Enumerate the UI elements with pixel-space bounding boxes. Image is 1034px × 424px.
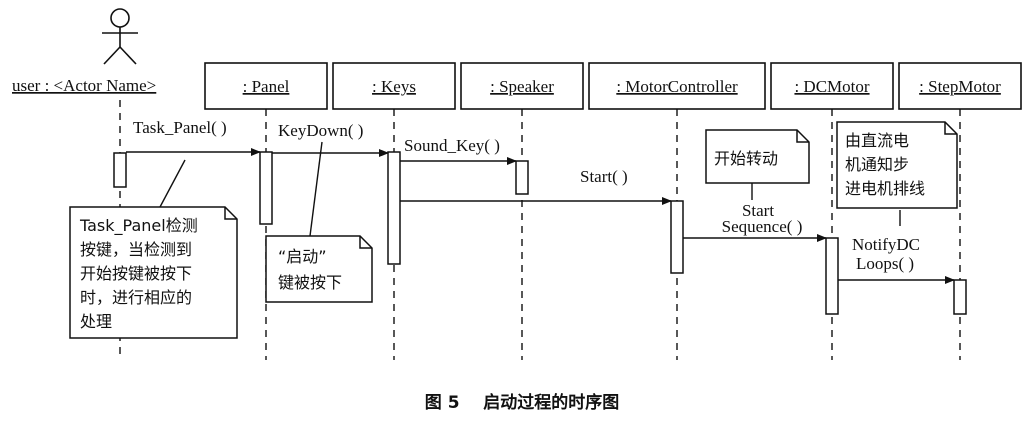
object-stepmotor: : StepMotor xyxy=(898,62,1022,110)
activation-actor xyxy=(113,152,127,188)
object-panel: : Panel xyxy=(204,62,328,110)
object-keys: : Keys xyxy=(332,62,456,110)
note-panel-line-4: 时，进行相应的 xyxy=(80,288,192,307)
object-keys-label: : Keys xyxy=(372,77,416,96)
message-task-panel-label: Task_Panel( ) xyxy=(133,118,227,137)
activation-stepmotor xyxy=(953,279,967,315)
note-dc-line-3: 进电机排线 xyxy=(845,179,925,198)
object-dcmotor: : DCMotor xyxy=(770,62,894,110)
messages xyxy=(126,148,955,284)
activation-dcmotor xyxy=(825,237,839,315)
activation-motor-controller xyxy=(670,200,684,274)
note-panel-line-2: 按键，当检测到 xyxy=(80,240,192,259)
message-start-label: Start( ) xyxy=(580,167,628,186)
note-motor: 开始转动 xyxy=(705,129,810,184)
object-speaker: : Speaker xyxy=(460,62,584,110)
message-notify-label-2: Loops( ) xyxy=(856,254,914,273)
note-dc: 由直流电 机通知步 进电机排线 xyxy=(836,121,958,209)
object-panel-label: : Panel xyxy=(243,77,290,96)
activation-keys xyxy=(387,151,401,265)
actor-figure xyxy=(102,8,138,65)
note-motor-line-1: 开始转动 xyxy=(714,149,778,168)
note-keys-line-1: “启动” xyxy=(278,247,327,266)
note-panel-line-3: 开始按键被按下 xyxy=(80,264,192,283)
lifelines xyxy=(119,100,961,360)
message-notify-label-1: NotifyDC xyxy=(852,235,920,254)
object-stepmotor-label: : StepMotor xyxy=(919,77,1001,96)
note-dc-line-2: 机通知步 xyxy=(845,155,909,174)
note-panel-line-5: 处理 xyxy=(80,312,112,331)
object-dcmotor-label: : DCMotor xyxy=(794,77,869,96)
note-panel-line-1: Task_Panel检测 xyxy=(79,216,198,236)
object-motor-controller: : MotorController xyxy=(588,62,766,110)
message-sound-key-label: Sound_Key( ) xyxy=(404,136,500,155)
actor-label: user : <Actor Name> xyxy=(12,76,156,95)
note-panel: Task_Panel检测 按键，当检测到 开始按键被按下 时，进行相应的 处理 xyxy=(69,206,238,339)
note-connectors xyxy=(159,141,901,237)
note-dc-line-1: 由直流电 xyxy=(845,131,909,150)
object-speaker-label: : Speaker xyxy=(490,77,554,96)
figure-caption: 图 5 启动过程的时序图 xyxy=(425,392,619,413)
connector-panel-note xyxy=(159,159,186,208)
activation-speaker xyxy=(515,160,529,195)
message-keydown-label: KeyDown( ) xyxy=(278,121,363,140)
note-keys: “启动” 键被按下 xyxy=(265,235,373,303)
connector-keys-note xyxy=(309,141,323,237)
activations xyxy=(113,151,967,315)
note-keys-line-2: 键被按下 xyxy=(278,273,342,292)
message-start-sequence-label-2: Sequence( ) xyxy=(722,217,803,236)
activation-panel xyxy=(259,151,273,225)
object-motor-controller-label: : MotorController xyxy=(616,77,738,96)
message-start-sequence-label-1: Start xyxy=(742,201,774,220)
